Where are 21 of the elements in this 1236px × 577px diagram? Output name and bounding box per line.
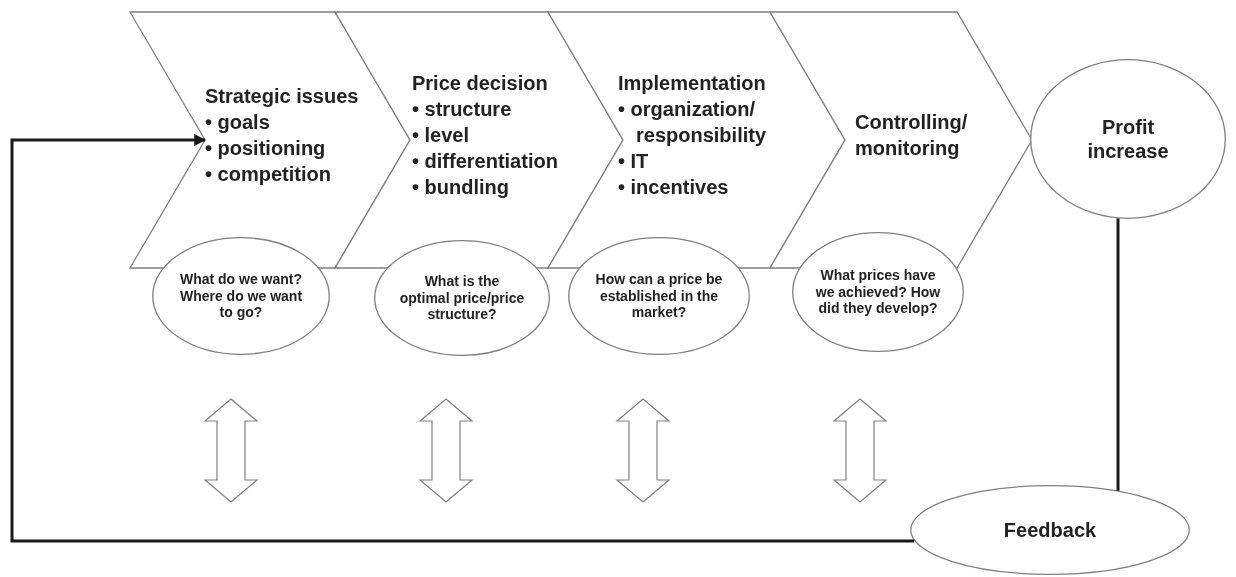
bullet-item: • IT bbox=[618, 149, 650, 174]
bullet-item: • positioning bbox=[205, 136, 327, 161]
bullet-item: • structure bbox=[412, 97, 513, 122]
bullet-item: • organization/ responsibility bbox=[618, 97, 768, 148]
bullet-item: • goals bbox=[205, 110, 271, 135]
step-heading: Controlling/ monitoring bbox=[855, 110, 969, 161]
question-text: What is the optimal price/price structure? bbox=[399, 272, 525, 324]
bullet-item: • bundling bbox=[412, 175, 510, 200]
connector-arrow bbox=[10, 134, 915, 543]
bullet-item: • competition bbox=[205, 162, 332, 187]
bullet-item: • level bbox=[412, 123, 471, 148]
question-text: What do we want? Where do we want to go? bbox=[178, 270, 304, 322]
question-text: How can a price be established in the market? bbox=[594, 270, 724, 322]
step-heading: Strategic issues bbox=[205, 84, 360, 109]
bullet-item: • differentiation bbox=[412, 149, 559, 174]
step-heading: Implementation bbox=[618, 71, 767, 96]
outcome-text: Feedback bbox=[1002, 518, 1098, 542]
bullet-item: • incentives bbox=[618, 175, 730, 200]
outcome-text: Profit increase bbox=[1086, 115, 1170, 163]
step-heading: Price decision bbox=[412, 71, 549, 96]
question-text: What prices have we achieved? How did they develop? bbox=[814, 266, 942, 318]
